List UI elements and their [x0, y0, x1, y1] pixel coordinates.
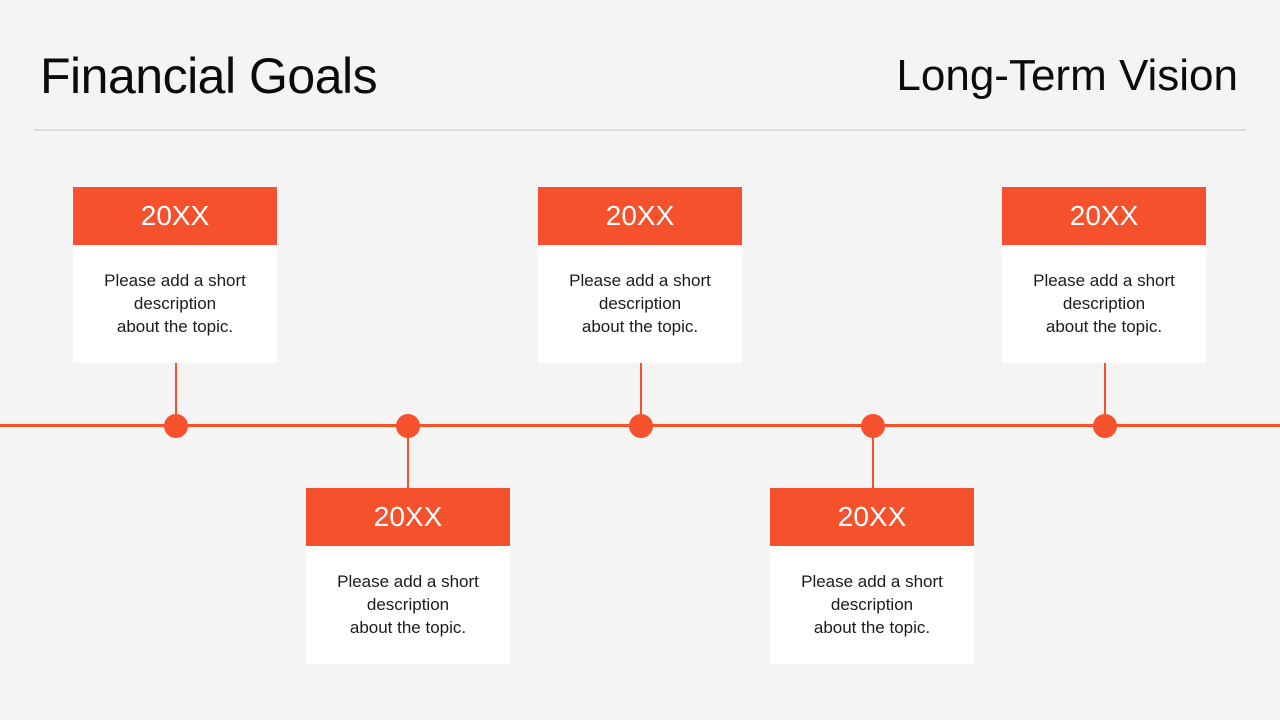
connector-1: [175, 363, 177, 415]
header-divider: [34, 129, 1246, 131]
milestone-card-5: 20XX Please add a short description abou…: [1002, 187, 1206, 363]
milestone-year: 20XX: [1002, 187, 1206, 245]
timeline-dot-3: [629, 414, 653, 438]
milestone-year: 20XX: [538, 187, 742, 245]
timeline-dot-4: [861, 414, 885, 438]
milestone-card-1: 20XX Please add a short description abou…: [73, 187, 277, 363]
milestone-year: 20XX: [770, 488, 974, 546]
milestone-description: Please add a short description about the…: [104, 271, 246, 336]
connector-2: [407, 437, 409, 489]
milestone-card-3: 20XX Please add a short description abou…: [538, 187, 742, 363]
connector-5: [1104, 363, 1106, 415]
connector-4: [872, 437, 874, 489]
timeline-dot-5: [1093, 414, 1117, 438]
timeline-dot-2: [396, 414, 420, 438]
milestone-year: 20XX: [306, 488, 510, 546]
connector-3: [640, 363, 642, 415]
milestone-description: Please add a short description about the…: [337, 572, 479, 637]
milestone-card-2: 20XX Please add a short description abou…: [306, 488, 510, 664]
milestone-description: Please add a short description about the…: [1033, 271, 1175, 336]
page-subtitle: Long-Term Vision: [896, 51, 1238, 100]
milestone-description: Please add a short description about the…: [569, 271, 711, 336]
milestone-card-4: 20XX Please add a short description abou…: [770, 488, 974, 664]
page-title: Financial Goals: [40, 48, 378, 104]
timeline-dot-1: [164, 414, 188, 438]
milestone-description: Please add a short description about the…: [801, 572, 943, 637]
milestone-year: 20XX: [73, 187, 277, 245]
